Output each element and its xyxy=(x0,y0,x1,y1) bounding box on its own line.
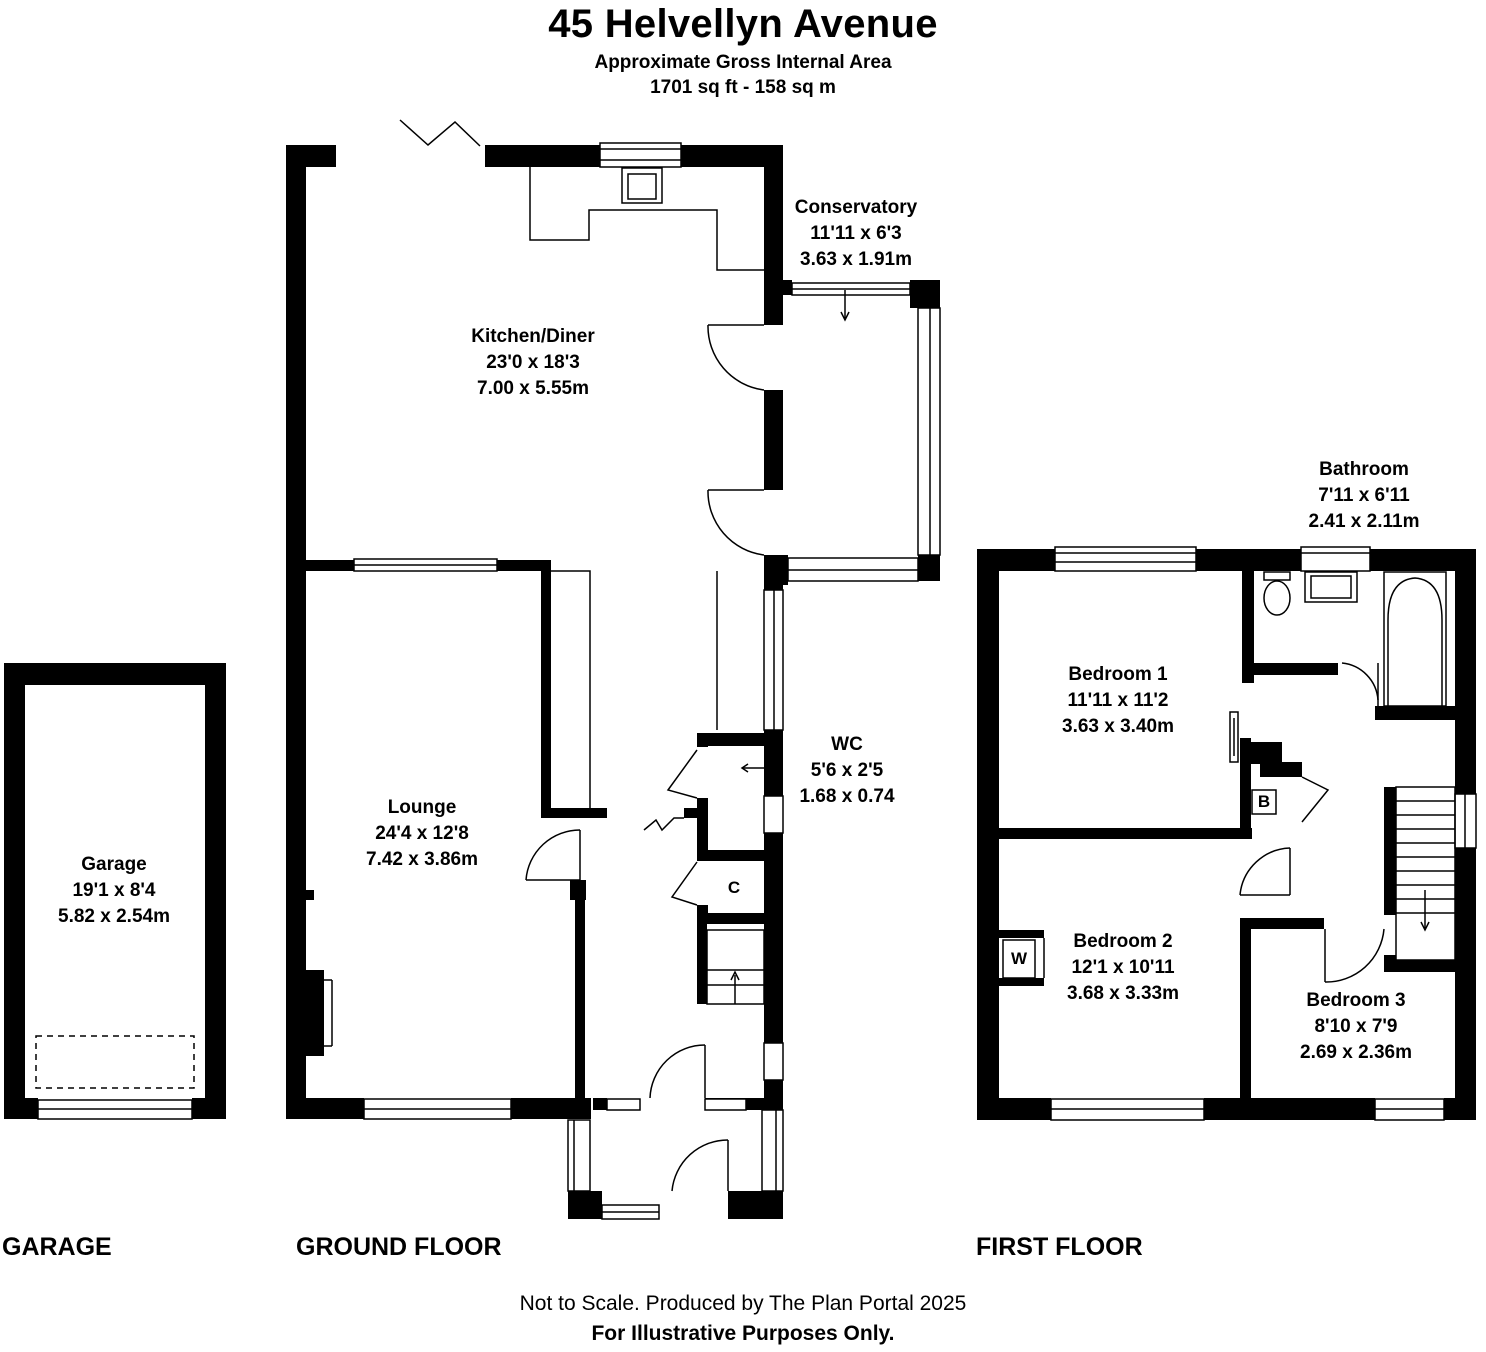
floor-label-garage: GARAGE xyxy=(2,1233,112,1261)
room-name: Bedroom 3 xyxy=(1306,990,1406,1011)
area-figure: 1701 sq ft - 158 sq m xyxy=(650,77,836,98)
room-size-imperial: 7'11 x 6'11 xyxy=(1318,485,1410,506)
room-name: Bathroom xyxy=(1319,459,1409,480)
room-label-bathroom: Bathroom 7'11 x 6'11 2.41 x 2.11m xyxy=(1309,457,1420,535)
room-label-garage: Garage 19'1 x 8'4 5.82 x 2.54m xyxy=(58,852,170,930)
room-size-imperial: 11'11 x 11'2 xyxy=(1067,690,1169,711)
room-name: Conservatory xyxy=(794,197,918,218)
room-size-imperial: 12'1 x 10'11 xyxy=(1071,957,1175,978)
room-label-bedroom-3: Bedroom 3 8'10 x 7'9 2.69 x 2.36m xyxy=(1300,988,1412,1066)
room-size-imperial: 5'6 x 2'5 xyxy=(810,760,884,781)
room-size-metric: 2.69 x 2.36m xyxy=(1300,1042,1412,1063)
floor-label-ground: GROUND FLOOR xyxy=(296,1233,502,1261)
floor-label-first: FIRST FLOOR xyxy=(976,1233,1143,1261)
room-label-conservatory: Conservatory 11'11 x 6'3 3.63 x 1.91m xyxy=(795,195,918,273)
room-size-imperial: 11'11 x 6'3 xyxy=(810,223,902,244)
room-label-wc: WC 5'6 x 2'5 1.68 x 0.74 xyxy=(799,732,894,810)
room-size-metric: 3.63 x 3.40m xyxy=(1062,716,1174,737)
boiler-marker: B xyxy=(1257,792,1271,811)
room-label-bedroom-1: Bedroom 1 11'11 x 11'2 3.63 x 3.40m xyxy=(1062,662,1174,740)
cupboard-marker: C xyxy=(727,878,741,897)
disclaimer-line-1: Not to Scale. Produced by The Plan Porta… xyxy=(519,1292,967,1315)
room-name: Bedroom 2 xyxy=(1073,931,1173,952)
room-size-imperial: 24'4 x 12'8 xyxy=(375,823,469,844)
first-floor-walls xyxy=(977,549,1476,1120)
room-name: Garage xyxy=(81,854,147,875)
room-size-metric: 2.41 x 2.11m xyxy=(1308,511,1420,532)
ground-floor-walls xyxy=(286,145,940,1219)
room-size-imperial: 23'0 x 18'3 xyxy=(486,352,580,373)
room-label-bedroom-2: Bedroom 2 12'1 x 10'11 3.68 x 3.33m xyxy=(1067,929,1179,1007)
room-name: Lounge xyxy=(387,797,457,818)
room-size-imperial: 19'1 x 8'4 xyxy=(72,880,156,901)
room-name: Kitchen/Diner xyxy=(471,326,595,347)
room-size-metric: 5.82 x 2.54m xyxy=(58,906,170,927)
room-name: WC xyxy=(831,734,863,755)
room-size-metric: 1.68 x 0.74 xyxy=(799,786,895,807)
room-size-metric: 7.00 x 5.55m xyxy=(477,378,589,399)
room-size-imperial: 8'10 x 7'9 xyxy=(1314,1016,1398,1037)
room-size-metric: 7.42 x 3.86m xyxy=(366,849,478,870)
wardrobe-marker: W xyxy=(1010,949,1028,968)
garage-walls xyxy=(4,663,226,1119)
room-name: Bedroom 1 xyxy=(1068,664,1168,685)
room-label-kitchen: Kitchen/Diner 23'0 x 18'3 7.00 x 5.55m xyxy=(471,324,595,402)
room-label-lounge: Lounge 24'4 x 12'8 7.42 x 3.86m xyxy=(366,795,478,873)
area-subtitle: Approximate Gross Internal Area xyxy=(594,52,892,73)
page-title: 45 Helvellyn Avenue xyxy=(548,2,938,46)
disclaimer-line-2: For Illustrative Purposes Only. xyxy=(591,1322,895,1345)
room-size-metric: 3.68 x 3.33m xyxy=(1067,983,1179,1004)
room-size-metric: 3.63 x 1.91m xyxy=(800,249,912,270)
